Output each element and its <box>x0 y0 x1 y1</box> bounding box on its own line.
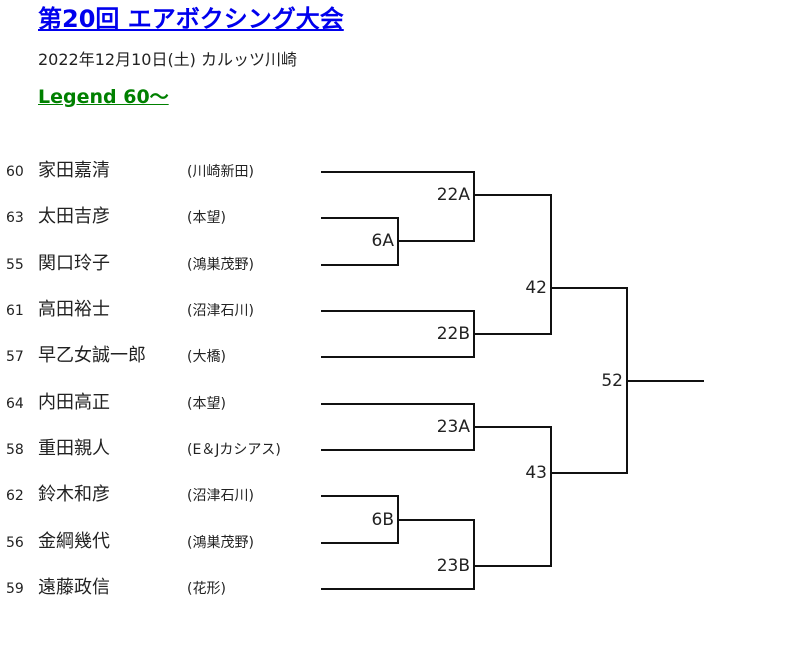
fighter-name: 高田裕士 <box>38 299 110 320</box>
seed-number: 56 <box>6 535 24 551</box>
bracket-line-entry-5 <box>321 356 475 358</box>
entry-row: 63 太田吉彦 (本望) <box>0 205 320 231</box>
bracket-line-6B-out <box>397 519 475 521</box>
fighter-name: 金綱幾代 <box>38 531 110 552</box>
fighter-team: (大橋) <box>187 349 226 365</box>
fighter-name: 太田吉彦 <box>38 206 110 227</box>
entry-row: 59 遠藤政信 (花形) <box>0 576 320 602</box>
entry-row: 61 高田裕士 (沼津石川) <box>0 298 320 324</box>
bracket-line-entry-4 <box>321 310 475 312</box>
fighter-team: (本望) <box>187 210 226 226</box>
entry-row: 55 関口玲子 (鴻巣茂野) <box>0 252 320 278</box>
fighter-team: (沼津石川) <box>187 303 254 319</box>
bracket-line-43 <box>550 426 552 567</box>
entry-row: 56 金綱幾代 (鴻巣茂野) <box>0 530 320 556</box>
event-date-venue: 2022年12月10日(土) カルッツ川崎 <box>38 50 298 69</box>
seed-number: 63 <box>6 210 24 226</box>
match-label-6A: 6A <box>371 231 394 251</box>
match-label-23B: 23B <box>436 556 470 576</box>
fighter-name: 遠藤政信 <box>38 577 110 598</box>
seed-number: 61 <box>6 303 24 319</box>
match-label-6B: 6B <box>371 510 394 530</box>
entry-row: 58 重田親人 (E＆Jカシアス) <box>0 437 320 463</box>
bracket-line-entry-8 <box>321 495 399 497</box>
fighter-team: (鴻巣茂野) <box>187 257 254 273</box>
bracket-line-entry-10 <box>321 588 475 590</box>
match-label-43: 43 <box>525 463 547 483</box>
bracket-line-22A-out <box>473 194 552 196</box>
bracket-line-23B-out <box>473 565 552 567</box>
fighter-name: 早乙女誠一郎 <box>38 345 146 366</box>
bracket-line-42-out <box>550 287 628 289</box>
seed-number: 57 <box>6 349 24 365</box>
entry-row: 60 家田嘉清 (川崎新田) <box>0 159 320 185</box>
bracket-line-6A-out <box>397 240 475 242</box>
entry-row: 62 鈴木和彦 (沼津石川) <box>0 483 320 509</box>
match-label-22B: 22B <box>436 324 470 344</box>
bracket-line-entry-3 <box>321 264 399 266</box>
bracket-line-entry-7 <box>321 449 475 451</box>
seed-number: 58 <box>6 442 24 458</box>
bracket-line-42 <box>550 194 552 335</box>
match-label-23A: 23A <box>436 417 470 437</box>
fighter-team: (川崎新田) <box>187 164 254 180</box>
fighter-team: (鴻巣茂野) <box>187 535 254 551</box>
match-label-42: 42 <box>525 278 547 298</box>
bracket-line-entry-6 <box>321 403 475 405</box>
match-label-22A: 22A <box>436 185 470 205</box>
bracket-line-43-out <box>550 472 628 474</box>
bracket-line-23A-out <box>473 426 552 428</box>
bracket-line-52-final <box>626 380 704 382</box>
seed-number: 55 <box>6 257 24 273</box>
fighter-name: 鈴木和彦 <box>38 484 110 505</box>
fighter-name: 家田嘉清 <box>38 160 110 181</box>
bracket-line-entry-9 <box>321 542 399 544</box>
fighter-team: (花形) <box>187 581 226 597</box>
fighter-name: 重田親人 <box>38 438 110 459</box>
bracket-line-entry-2 <box>321 217 399 219</box>
fighter-team: (本望) <box>187 396 226 412</box>
bracket-line-22A <box>473 171 475 242</box>
fighter-name: 内田高正 <box>38 392 110 413</box>
category-link[interactable]: Legend 60～ <box>38 86 169 108</box>
seed-number: 60 <box>6 164 24 180</box>
tournament-title-link[interactable]: 第20回 エアボクシング大会 <box>38 5 344 33</box>
seed-number: 59 <box>6 581 24 597</box>
entry-row: 57 早乙女誠一郎 (大橋) <box>0 344 320 370</box>
seed-number: 64 <box>6 396 24 412</box>
seed-number: 62 <box>6 488 24 504</box>
match-label-52: 52 <box>601 371 623 391</box>
bracket-line-entry-1 <box>321 171 475 173</box>
fighter-team: (E＆Jカシアス) <box>187 442 281 458</box>
bracket-line-22B-out <box>473 333 552 335</box>
entry-row: 64 内田高正 (本望) <box>0 391 320 417</box>
fighter-name: 関口玲子 <box>38 253 110 274</box>
bracket-line-23B <box>473 519 475 590</box>
fighter-team: (沼津石川) <box>187 488 254 504</box>
